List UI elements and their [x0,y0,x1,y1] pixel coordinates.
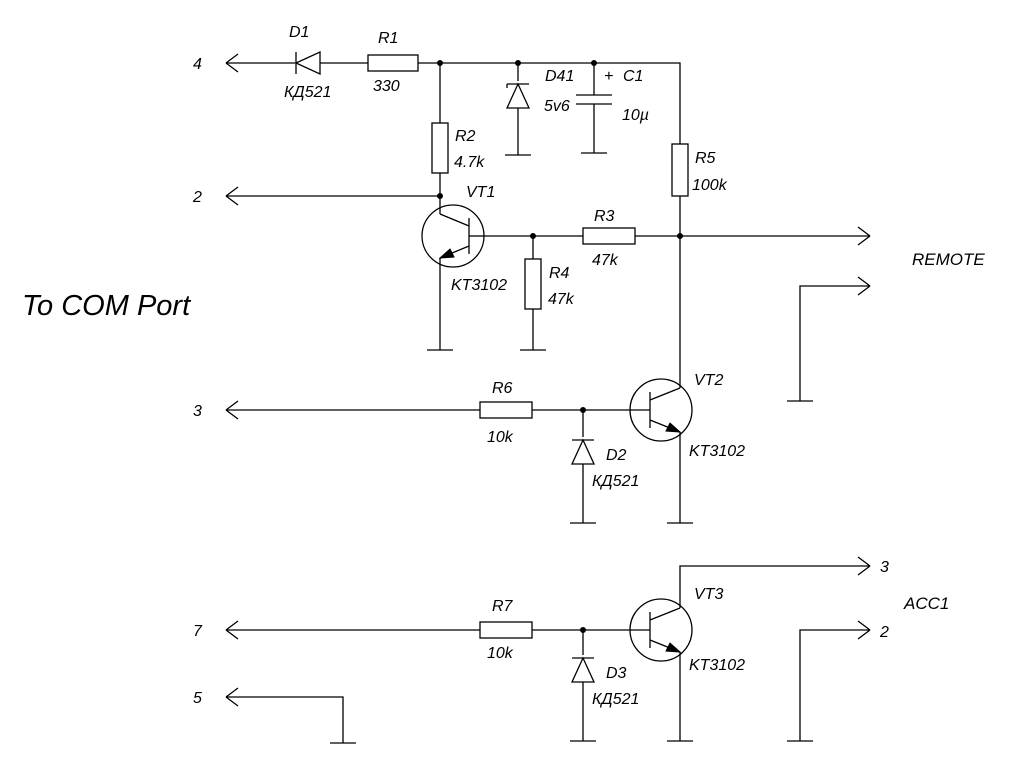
resistor-r1 [367,54,419,72]
d3-value: КД521 [592,691,639,708]
vt3-value: KT3102 [689,657,745,674]
r4-ref: R4 [549,265,570,282]
diode-d2 [570,438,596,465]
r1-ref: R1 [378,30,398,47]
pin-3-label: 3 [193,403,202,420]
diode-d3 [570,656,596,683]
pin-2-label: 2 [192,189,202,206]
r7-value: 10k [487,645,514,662]
r5-ref: R5 [695,150,716,167]
c1-value: 10µ [622,107,649,124]
r3-ref: R3 [594,208,615,225]
r2-ref: R2 [455,128,476,145]
c1-ref: C1 [623,68,643,85]
capacitor-c1 [576,94,612,105]
junctions [437,60,683,633]
zener-d41 [505,82,531,109]
resistor-r3 [582,227,636,245]
transistor-vt2 [629,378,693,442]
pin-4-label: 4 [193,56,202,73]
r5-value: 100k [692,177,728,194]
vt3-ref: VT3 [694,586,723,603]
r2-value: 4.7k [454,154,485,171]
wires [225,53,871,744]
r3-value: 47k [592,252,619,269]
d3-ref: D3 [606,665,627,682]
r7-ref: R7 [492,598,514,615]
d1-ref: D1 [289,24,309,41]
transistor-vt1 [421,204,485,268]
c1-polarity: + [604,68,613,85]
resistor-r7 [479,621,533,639]
diode-d1 [294,50,321,76]
pin-7-label: 7 [193,623,203,640]
title-label: To COM Port [22,290,192,322]
acc1-label: ACC1 [903,594,949,613]
resistor-r5 [671,143,689,197]
pin-5-label: 5 [193,690,202,707]
r4-value: 47k [548,291,575,308]
vt2-ref: VT2 [694,372,723,389]
resistor-r6 [479,401,533,419]
d41-ref: D41 [545,68,574,85]
r6-value: 10k [487,429,514,446]
acc-pin-2-label: 2 [879,624,889,641]
vt1-ref: VT1 [466,184,495,201]
transistor-vt3 [629,598,693,662]
acc-pin-3-label: 3 [880,559,889,576]
vt2-value: KT3102 [689,443,745,460]
d2-ref: D2 [606,447,627,464]
r1-value: 330 [373,78,400,95]
d41-value: 5v6 [544,98,570,115]
resistor-r4 [524,258,542,310]
remote-label: REMOTE [912,250,985,269]
d1-value: КД521 [284,84,331,101]
vt1-value: KT3102 [451,277,507,294]
d2-value: КД521 [592,473,639,490]
r6-ref: R6 [492,380,513,397]
resistor-r2 [431,122,449,174]
